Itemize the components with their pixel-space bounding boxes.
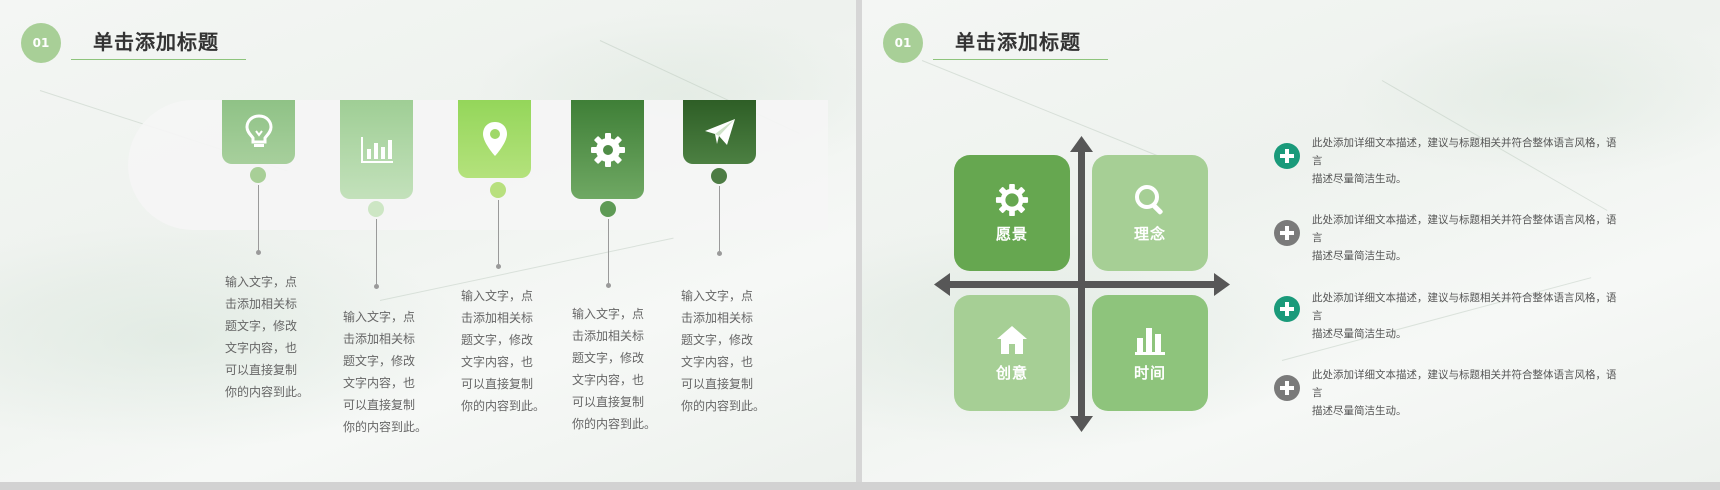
step-4-tab[interactable] bbox=[571, 100, 644, 199]
step-1-connector-end bbox=[256, 250, 261, 255]
step-2-text: 输入文字，点击添加相关标题文字，修改文字内容，也可以直接复制你的内容到此。 bbox=[343, 310, 428, 434]
step-4-text: 输入文字，点击添加相关标题文字，修改文字内容，也可以直接复制你的内容到此。 bbox=[572, 307, 657, 431]
step-4-connector-end bbox=[606, 283, 611, 288]
step-3-connector-end bbox=[496, 264, 501, 269]
step-2-dot bbox=[368, 201, 384, 217]
title-underline bbox=[71, 59, 246, 60]
step-5-dot bbox=[711, 168, 727, 184]
step-4-dot bbox=[600, 201, 616, 217]
step-2-connector bbox=[376, 219, 377, 287]
step-1-dot bbox=[250, 167, 266, 183]
quadrant-label: 时间 bbox=[1133, 363, 1166, 382]
quadrant-label: 创意 bbox=[995, 363, 1028, 382]
plus-icon bbox=[1274, 143, 1300, 169]
bullet-text-1: 此处添加详细文本描述，建议与标题相关并符合整体语言风格，语言描述尽量简洁生动。 bbox=[1312, 137, 1617, 185]
bullet-text-3: 此处添加详细文本描述，建议与标题相关并符合整体语言风格，语言描述尽量简洁生动。 bbox=[1312, 292, 1617, 340]
step-1-tab[interactable] bbox=[222, 100, 295, 164]
step-5-connector bbox=[719, 186, 720, 254]
bullet-text-4: 此处添加详细文本描述，建议与标题相关并符合整体语言风格，语言描述尽量简洁生动。 bbox=[1312, 369, 1617, 417]
bottom-strip bbox=[0, 482, 1720, 490]
step-5-connector-end bbox=[717, 251, 722, 256]
step-5-tab[interactable] bbox=[683, 100, 756, 164]
step-4-connector bbox=[608, 219, 609, 285]
slide-left: 01 单击添加标题 输入文字，点击添加相关标题文字，修改文字内容，也可以直接复制… bbox=[0, 0, 856, 482]
quadrant-label: 理念 bbox=[1133, 224, 1166, 243]
quadrant-vision[interactable]: 愿景 bbox=[954, 155, 1070, 271]
bar-chart-icon bbox=[1135, 327, 1165, 355]
quadrant-time[interactable]: 时间 bbox=[1092, 295, 1208, 411]
plus-icon bbox=[1274, 220, 1300, 246]
step-1-connector bbox=[258, 185, 259, 253]
step-2-connector-end bbox=[374, 284, 379, 289]
step-2-tab[interactable] bbox=[340, 100, 413, 199]
quadrant-creativity[interactable]: 创意 bbox=[954, 295, 1070, 411]
bar-chart-icon bbox=[360, 136, 393, 163]
bullet-text-2: 此处添加详细文本描述，建议与标题相关并符合整体语言风格，语言描述尽量简洁生动。 bbox=[1312, 214, 1617, 262]
paper-plane-icon bbox=[704, 119, 735, 145]
step-5-text: 输入文字，点击添加相关标题文字，修改文字内容，也可以直接复制你的内容到此。 bbox=[681, 289, 766, 413]
title-underline bbox=[933, 59, 1108, 60]
step-3-connector bbox=[498, 200, 499, 266]
quadrant-label: 愿景 bbox=[995, 224, 1028, 243]
quadrant-axes bbox=[934, 136, 1230, 432]
section-number-badge: 01 bbox=[883, 23, 923, 63]
location-pin-icon bbox=[482, 122, 507, 156]
gear-icon bbox=[995, 183, 1029, 216]
step-3-dot bbox=[490, 182, 506, 198]
section-number-badge: 01 bbox=[21, 23, 61, 63]
slide-right: 01 单击添加标题 愿景 理念 bbox=[862, 0, 1720, 482]
step-3-text: 输入文字，点击添加相关标题文字，修改文字内容，也可以直接复制你的内容到此。 bbox=[461, 289, 546, 413]
lightbulb-icon bbox=[244, 114, 273, 147]
slide-title: 单击添加标题 bbox=[955, 30, 1081, 54]
house-icon bbox=[997, 325, 1027, 354]
plus-icon bbox=[1274, 296, 1300, 322]
step-3-tab[interactable] bbox=[458, 100, 531, 178]
slide-title: 单击添加标题 bbox=[93, 30, 219, 54]
magnifier-icon bbox=[1135, 184, 1163, 214]
gear-icon bbox=[590, 132, 625, 167]
quadrant-philosophy[interactable]: 理念 bbox=[1092, 155, 1208, 271]
step-1-text: 输入文字，点击添加相关标题文字，修改文字内容，也可以直接复制你的内容到此。 bbox=[225, 275, 310, 399]
plus-icon bbox=[1274, 375, 1300, 401]
